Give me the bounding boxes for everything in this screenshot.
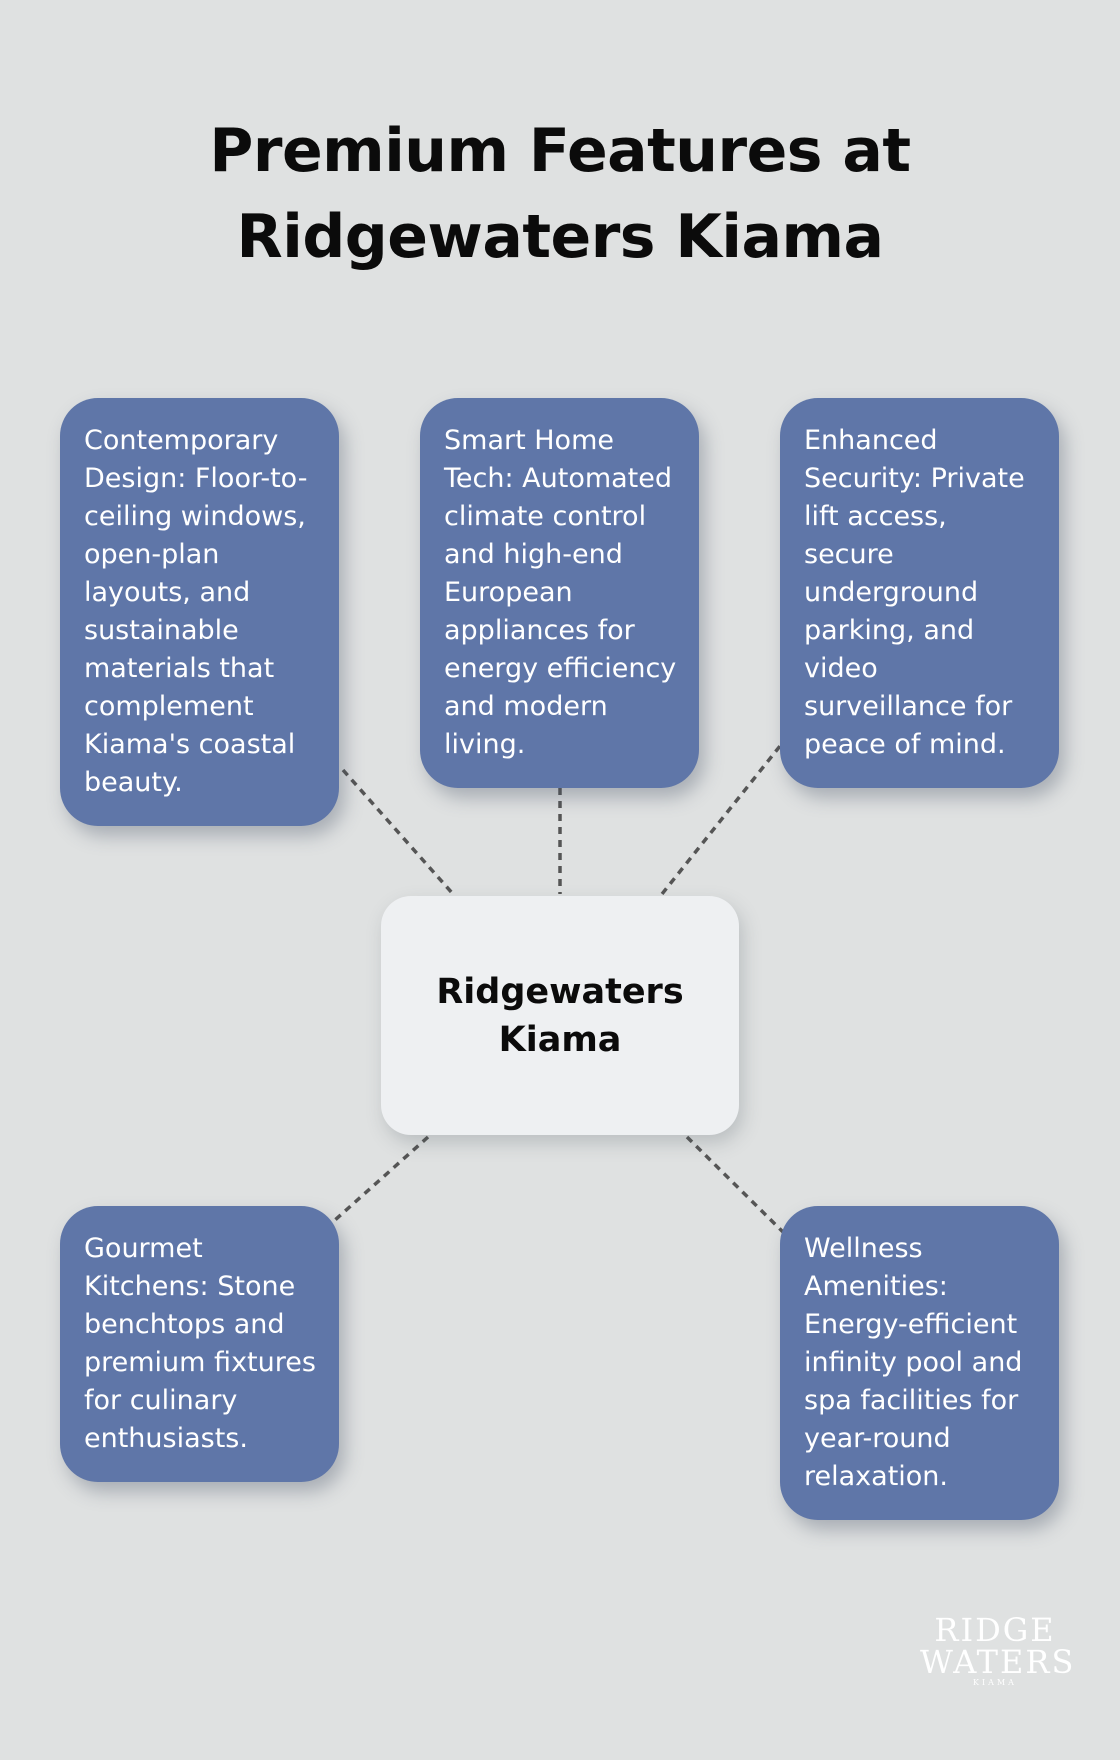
logo-line-2: WATERS	[920, 1643, 1076, 1681]
center-node: Ridgewaters Kiama	[381, 896, 739, 1135]
feature-card-security: Enhanced Security: Private lift access, …	[780, 398, 1059, 788]
feature-card-wellness: Wellness Amenities: Energy-efficient inf…	[780, 1206, 1059, 1520]
logo-line-3: KIAMA	[973, 1678, 1017, 1687]
feature-card-kitchens: Gourmet Kitchens: Stone benchtops and pr…	[60, 1206, 339, 1482]
center-label: Ridgewaters Kiama	[436, 971, 684, 1060]
connector-design	[341, 768, 455, 896]
logo-line-1: RIDGE	[934, 1611, 1056, 1649]
feature-text-security: Enhanced Security: Private lift access, …	[804, 425, 1025, 760]
feature-card-smart-home: Smart Home Tech: Automated climate contr…	[420, 398, 699, 788]
title-line-1: Premium Features at	[209, 116, 911, 186]
page-title: Premium Features at Ridgewaters Kiama	[0, 108, 1120, 280]
feature-text-design: Contemporary Design: Floor-to-ceiling wi…	[84, 425, 308, 798]
feature-text-wellness: Wellness Amenities: Energy-efficient inf…	[804, 1233, 1023, 1492]
feature-text-smart-home: Smart Home Tech: Automated climate contr…	[444, 425, 677, 760]
connector-wellness	[685, 1135, 785, 1234]
connector-kitchens	[333, 1135, 430, 1222]
brand-logo: RIDGE WATERS KIAMA	[920, 1611, 1076, 1688]
title-line-2: Ridgewaters Kiama	[236, 202, 884, 272]
feature-text-kitchens: Gourmet Kitchens: Stone benchtops and pr…	[84, 1233, 316, 1454]
feature-card-design: Contemporary Design: Floor-to-ceiling wi…	[60, 398, 339, 826]
